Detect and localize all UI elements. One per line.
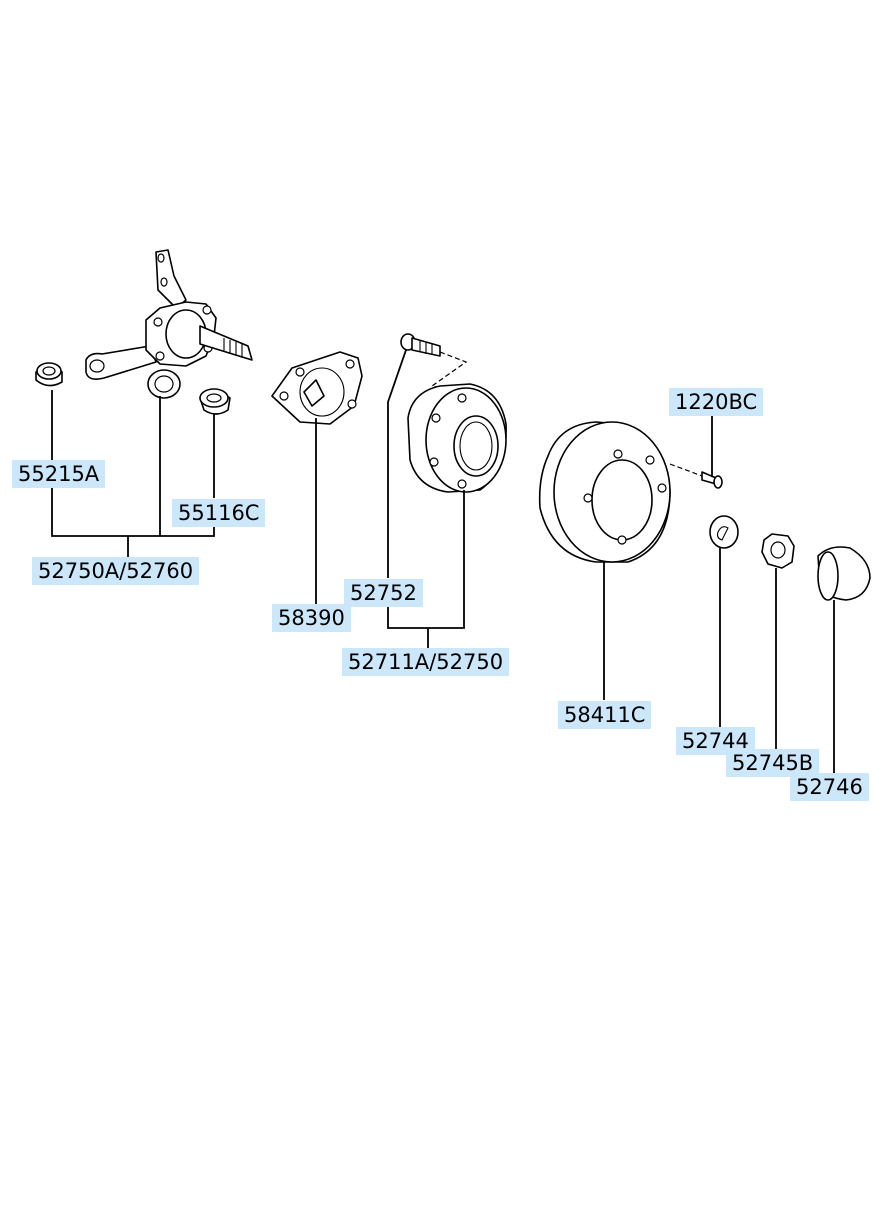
- hub-52711a: [407, 383, 507, 493]
- bushing-55116c: [199, 388, 231, 415]
- part-label-52752: 52752: [344, 579, 423, 607]
- brake-drum-58411c: [538, 421, 671, 563]
- part-label-55116c: 55116C: [172, 499, 266, 527]
- backing-plate-58390: [271, 351, 363, 425]
- hub-bolt-52752: [400, 333, 441, 357]
- hub-cap-52746: [817, 546, 871, 601]
- part-label-52711a-52750: 52711A/52750: [342, 648, 510, 676]
- leader-lines: [51, 349, 835, 774]
- part-label-58390: 58390: [272, 604, 351, 632]
- bushing-55215a: [35, 362, 63, 387]
- part-label-52750a-52760: 52750A/52760: [32, 557, 200, 585]
- part-label-58411c: 58411C: [558, 701, 652, 729]
- knuckle-52750a: [85, 249, 253, 399]
- part-label-55215a: 55215A: [12, 460, 106, 488]
- screw-1220bc: [669, 463, 723, 489]
- nut-52745b: [761, 533, 795, 569]
- part-label-52746: 52746: [790, 773, 869, 801]
- washer-52744: [709, 515, 739, 549]
- part-label-1220bc: 1220BC: [669, 388, 764, 416]
- part-label-52745b: 52745B: [726, 749, 820, 777]
